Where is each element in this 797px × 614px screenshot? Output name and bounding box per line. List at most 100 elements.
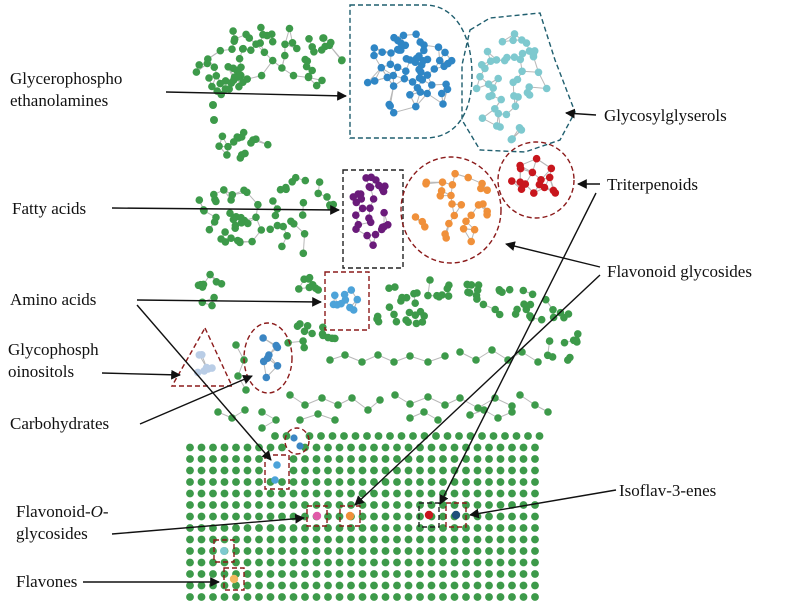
singleton-node [197, 535, 206, 544]
singleton-node [301, 593, 309, 601]
singleton-node [243, 535, 252, 544]
singleton-node [301, 581, 309, 590]
green-node [229, 215, 238, 224]
flavonoid-glycoside-node [445, 219, 453, 228]
singleton-node [186, 558, 194, 567]
glycerophospho-ethanolamine-node [377, 63, 386, 72]
green-node [258, 424, 266, 432]
singleton-node [393, 558, 401, 567]
amino-acid-node [273, 461, 281, 469]
singleton-node [404, 593, 413, 601]
green-node [289, 71, 298, 80]
label-glycophosph-line2: oinositols [8, 362, 74, 381]
carbohydrate-node [262, 373, 271, 382]
fatty-acid-node [371, 230, 380, 239]
singleton-node [335, 443, 344, 452]
cluster-boundaries [170, 4, 576, 591]
singleton-node [393, 535, 401, 544]
green-node [526, 312, 534, 321]
carbohydrate-node [272, 341, 281, 350]
triterpenoids-boundary [497, 141, 575, 219]
singleton-node [462, 547, 470, 555]
singleton-node [243, 455, 252, 463]
green-node [341, 351, 349, 359]
singleton-node [278, 501, 286, 509]
carbohydrate-node [263, 354, 272, 363]
green-node [299, 249, 308, 258]
green-node [206, 270, 214, 279]
glycerophospho-ethanolamine-node [418, 76, 427, 84]
glycerophospho-ethanolamine-node [389, 82, 398, 90]
singleton-node [381, 501, 390, 509]
green-node [327, 38, 335, 47]
triterpenoid-node [547, 164, 556, 173]
singleton-node [347, 535, 355, 544]
green-node [214, 408, 222, 416]
singleton-node [496, 455, 505, 463]
green-node [314, 410, 322, 418]
green-node [516, 391, 524, 399]
green-node [315, 178, 324, 186]
singleton-node [186, 501, 194, 509]
singleton-node [266, 558, 275, 567]
singleton-node [232, 466, 240, 475]
singleton-node [358, 443, 367, 452]
green-node [374, 351, 382, 359]
fatty-acid-node [352, 211, 360, 219]
singleton-node [220, 524, 229, 532]
glycerophospho-ethanolamine-node [402, 55, 411, 63]
singleton-node [508, 547, 516, 555]
label-glycerophospho-line1: Glycerophospho [10, 69, 122, 88]
green-node [424, 393, 432, 401]
singleton-node [508, 593, 516, 601]
green-node [195, 196, 204, 204]
green-node [203, 59, 212, 68]
singleton-node [243, 581, 252, 590]
singleton-node [473, 501, 482, 509]
arrow-flavonoid-o-glycosides [111, 513, 305, 535]
fatty-acid-node [379, 187, 388, 196]
singleton-node [289, 593, 298, 601]
fatty-acid-node [380, 223, 388, 231]
green-node [268, 37, 277, 46]
green-node [564, 356, 572, 364]
singleton-node [232, 443, 240, 452]
glycerophospho-ethanolamine-node [447, 56, 456, 65]
green-node [337, 56, 346, 65]
label-isoflav: Isoflav-3-enes [619, 481, 716, 500]
green-node [358, 358, 366, 366]
green-node [224, 142, 232, 151]
green-node [519, 286, 528, 295]
green-node [257, 23, 265, 32]
green-node [244, 219, 252, 228]
green-node [235, 54, 244, 63]
singleton-node [508, 512, 516, 521]
glycosylglycerol-node [509, 36, 517, 45]
green-node [364, 406, 372, 414]
singleton-node [232, 501, 240, 509]
singleton-node [340, 432, 348, 440]
green-node [198, 298, 207, 307]
glycerophospho-ethanolamine-node [383, 73, 392, 82]
singleton-node [462, 558, 470, 567]
green-node [227, 234, 235, 242]
fatty-acid-node [372, 176, 380, 184]
singleton-node [335, 478, 344, 486]
triterpenoid-node [551, 189, 560, 197]
arrow-isoflav [469, 489, 617, 519]
label-flavonoid-o-part-a: Flavonoid- [16, 502, 91, 521]
singleton-node [485, 524, 493, 532]
singleton-node [324, 478, 332, 486]
singleton-node [531, 570, 539, 578]
singleton-node [220, 455, 229, 463]
singleton-node [278, 593, 286, 601]
arrow-glycosylglycerols [565, 108, 597, 119]
green-node [385, 303, 394, 312]
green-node [241, 149, 249, 158]
flavonoid-o-glycoside-node [312, 511, 322, 521]
singleton-node [358, 547, 367, 555]
singleton-node [347, 478, 355, 486]
green-node [444, 292, 453, 300]
label-carbohydrates: Carbohydrates [10, 414, 109, 433]
singleton-node [531, 512, 539, 521]
